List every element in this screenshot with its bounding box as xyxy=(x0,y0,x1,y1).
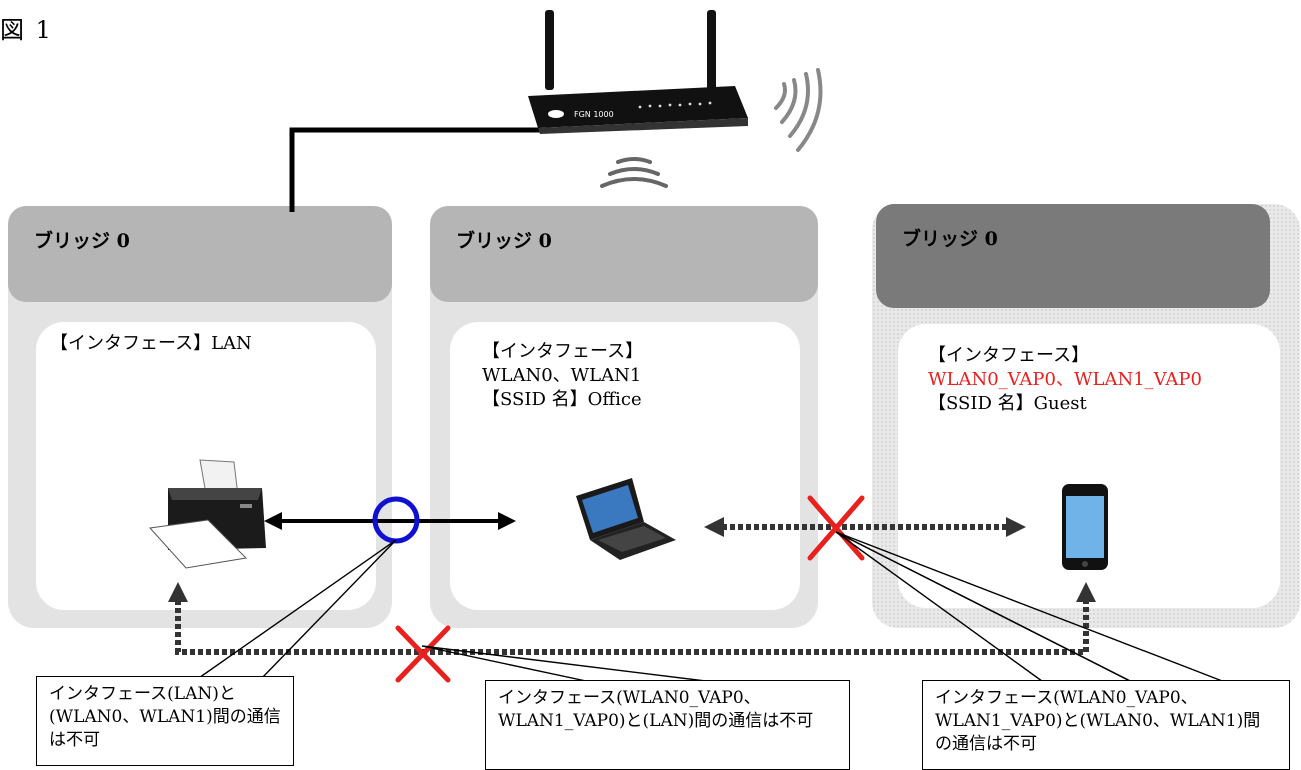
wifi-signal-icon xyxy=(600,157,668,188)
bridge-office-header: ブリッジ 0 xyxy=(430,206,818,302)
figure-label: 図 1 xyxy=(0,16,53,44)
callout-guest-office: インタフェース(WLAN0_VAP0、WLAN1_VAP0)と(WLAN0、WL… xyxy=(922,680,1290,770)
callout-lan-office: インタフェース(LAN)と(WLAN0、WLAN1)間の通信は不可 xyxy=(36,676,294,766)
bridge-guest-interface-text: 【インタフェース】 WLAN0_VAP0、WLAN1_VAP0 【SSID 名】… xyxy=(928,345,1202,414)
allowed-link-lan-office xyxy=(264,512,516,530)
bridge-guest: ブリッジ 0 【インタフェース】 WLAN0_VAP0、WLAN1_VAP0 【… xyxy=(872,204,1300,628)
printer-icon xyxy=(148,459,266,569)
smartphone-icon xyxy=(1062,484,1108,570)
bridge-lan-title: ブリッジ 0 xyxy=(34,230,130,252)
router-icon xyxy=(528,10,748,134)
guest-interfaces-highlight: WLAN0_VAP0、WLAN1_VAP0 xyxy=(928,369,1202,390)
blocked-link-office-guest xyxy=(704,517,1026,537)
bridge-office-interface-text: 【インタフェース】 WLAN0、WLAN1 【SSID 名】Office xyxy=(482,341,644,410)
blocked-mark xyxy=(807,495,865,561)
bridge-lan-interface-text: 【インタフェース】LAN xyxy=(50,333,252,354)
lan-cable xyxy=(289,127,540,212)
router-label: FGN 1000 xyxy=(574,110,614,119)
bridge-guest-title: ブリッジ 0 xyxy=(902,228,998,250)
bridge-office-interface-panel: 【インタフェース】 WLAN0、WLAN1 【SSID 名】Office xyxy=(450,322,800,610)
bridge-guest-header: ブリッジ 0 xyxy=(876,204,1270,308)
callout-guest-lan: インタフェース(WLAN0_VAP0、WLAN1_VAP0)と(LAN)間の通信… xyxy=(485,680,850,770)
laptop-icon xyxy=(576,478,676,560)
bridge-office: ブリッジ 0 【インタフェース】 WLAN0、WLAN1 【SSID 名】Off… xyxy=(430,206,818,628)
blocked-mark xyxy=(395,625,451,683)
bridge-lan-header: ブリッジ 0 xyxy=(8,206,392,302)
bridge-office-title: ブリッジ 0 xyxy=(456,230,552,252)
blocked-link-lan-guest xyxy=(168,582,1096,655)
callout-pointers xyxy=(195,531,1231,685)
wifi-signal-icon xyxy=(774,68,823,152)
